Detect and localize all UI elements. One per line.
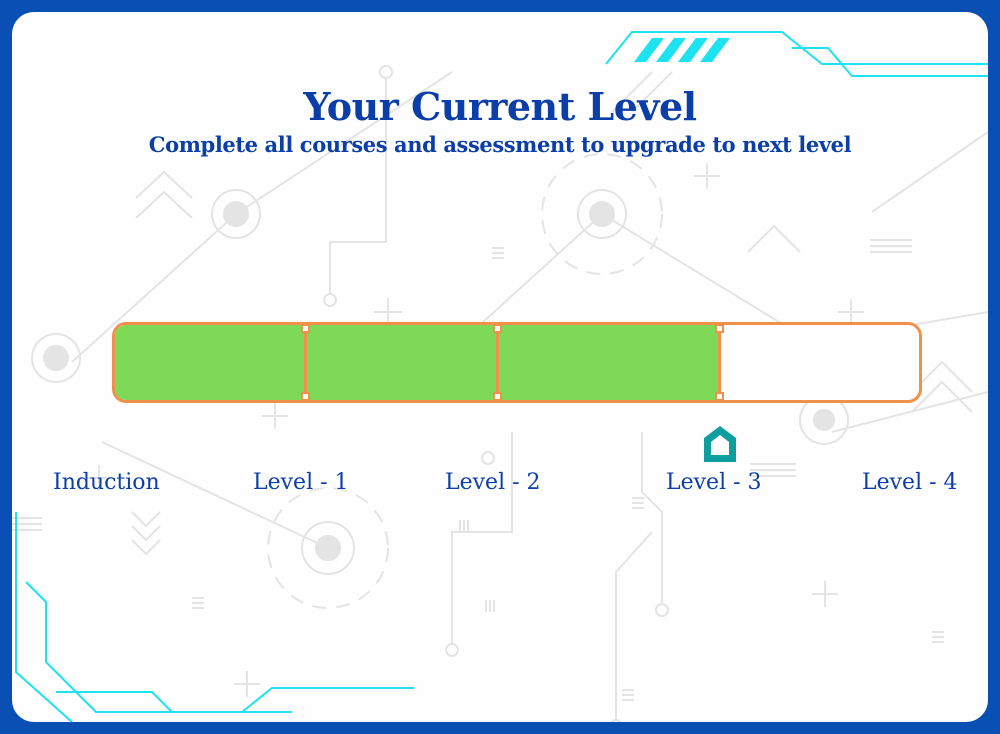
progress-fill (115, 325, 718, 400)
segment-handle (715, 392, 724, 400)
segment-handle (301, 325, 310, 333)
circuit-background (12, 31, 988, 722)
page-subtitle: Complete all courses and assessment to u… (148, 132, 852, 157)
segment-divider (304, 325, 307, 400)
segment-divider (496, 325, 499, 400)
segment-handle (493, 325, 502, 333)
segment-handle (493, 392, 502, 400)
segment-divider (718, 325, 721, 400)
level-label-4: Level - 4 (862, 470, 958, 495)
segment-handle (301, 392, 310, 400)
home-icon (704, 426, 736, 462)
level-progress-bar (112, 322, 922, 403)
level-label-induction: Induction (53, 470, 160, 495)
level-label-2: Level - 2 (445, 470, 541, 495)
segment-handle (715, 325, 724, 333)
page-title: Your Current Level (303, 84, 697, 129)
level-label-3: Level - 3 (666, 470, 762, 495)
level-card: Your Current Level Complete all courses … (12, 12, 988, 722)
level-label-1: Level - 1 (253, 470, 349, 495)
